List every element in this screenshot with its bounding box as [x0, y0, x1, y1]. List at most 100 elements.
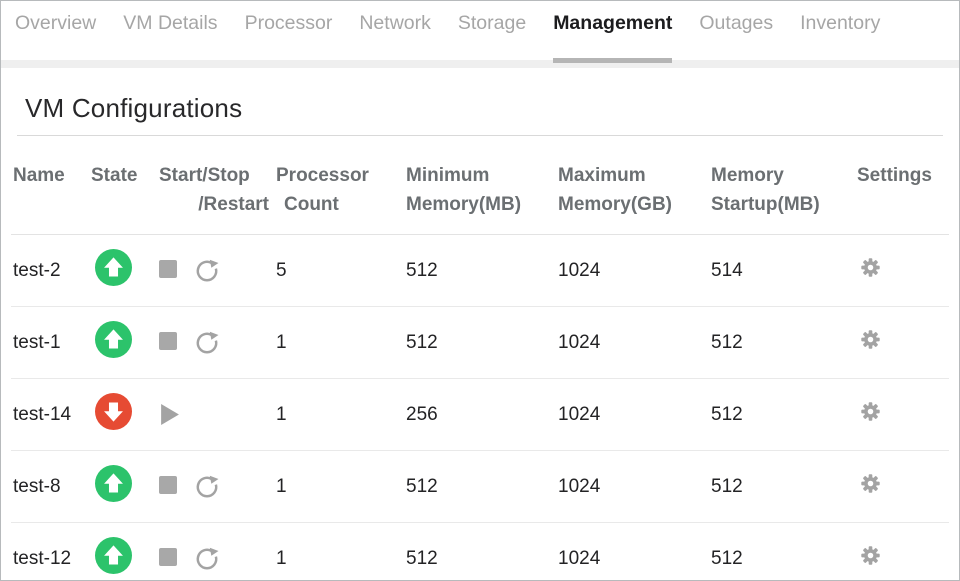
nav-divider — [1, 60, 959, 68]
power-controls-cell — [153, 330, 271, 356]
vm-name: test-14 — [13, 403, 72, 425]
page-title: VM Configurations — [25, 93, 243, 123]
table-row: test-8 1 512 1024 512 — [11, 451, 949, 523]
tab-outages[interactable]: Outages — [699, 12, 774, 34]
memory-startup-value: 512 — [711, 331, 743, 353]
memory-startup-value: 512 — [711, 475, 743, 497]
processor-count-value: 1 — [276, 547, 287, 569]
settings-button[interactable] — [859, 400, 882, 423]
stop-square-icon — [159, 260, 177, 281]
active-tab-underline — [553, 58, 673, 63]
memory-startup-value: 514 — [711, 259, 743, 281]
state-cell — [91, 537, 153, 580]
column-header-minimum-memory: Minimum Memory(MB) — [406, 165, 522, 215]
table-row: test-2 5 512 1024 514 — [11, 235, 949, 307]
settings-cell — [852, 400, 949, 429]
management-panel: VM Configurations Name State Start/Stop … — [1, 93, 959, 580]
vm-name: test-2 — [13, 259, 61, 281]
maximum-memory-value: 1024 — [558, 403, 601, 425]
settings-cell — [852, 544, 949, 573]
play-triangle-icon — [159, 403, 180, 426]
minimum-memory-value: 512 — [406, 547, 438, 569]
tab-storage[interactable]: Storage — [457, 12, 527, 34]
table-row: test-12 1 512 1024 512 — [11, 523, 949, 580]
restart-arrow-icon — [194, 546, 220, 572]
column-header-maximum-memory: Maximum Memory(GB) — [558, 165, 673, 215]
stop-square-icon — [159, 476, 177, 497]
column-header-memory-startup: Memory Startup(MB) — [711, 165, 820, 215]
state-cell — [91, 249, 153, 292]
up-arrow-circle-icon — [95, 537, 132, 574]
processor-count-value: 1 — [276, 475, 287, 497]
table-row: test-14 1 256 1024 512 — [11, 379, 949, 451]
memory-startup-value: 512 — [711, 547, 743, 569]
table-row: test-1 1 512 1024 512 — [11, 307, 949, 379]
tab-inventory[interactable]: Inventory — [800, 12, 881, 34]
gear-icon — [859, 400, 882, 423]
down-arrow-circle-icon — [95, 393, 132, 430]
power-controls-cell — [153, 546, 271, 572]
settings-button[interactable] — [859, 544, 882, 567]
tab-processor[interactable]: Processor — [244, 12, 333, 34]
tab-bar: Overview VM Details Processor Network St… — [1, 1, 959, 63]
settings-button[interactable] — [859, 256, 882, 279]
restart-button[interactable] — [194, 474, 220, 500]
processor-count-value: 5 — [276, 259, 287, 281]
state-cell — [91, 393, 153, 436]
up-arrow-circle-icon — [95, 249, 132, 286]
stop-button[interactable] — [159, 332, 177, 353]
state-cell — [91, 465, 153, 508]
column-header-processor-count: Processor Count — [276, 165, 369, 215]
power-controls-cell — [153, 403, 271, 426]
stop-button[interactable] — [159, 260, 177, 281]
memory-startup-value: 512 — [711, 403, 743, 425]
tab-vm-details[interactable]: VM Details — [123, 12, 218, 34]
column-header-name: Name — [13, 165, 65, 186]
restart-button[interactable] — [194, 546, 220, 572]
gear-icon — [859, 472, 882, 495]
maximum-memory-value: 1024 — [558, 547, 601, 569]
up-arrow-circle-icon — [95, 465, 132, 502]
settings-button[interactable] — [859, 472, 882, 495]
state-cell — [91, 321, 153, 364]
restart-arrow-icon — [194, 258, 220, 284]
settings-cell — [852, 472, 949, 501]
tab-network[interactable]: Network — [359, 12, 431, 34]
minimum-memory-value: 256 — [406, 403, 438, 425]
maximum-memory-value: 1024 — [558, 259, 601, 281]
gear-icon — [859, 544, 882, 567]
maximum-memory-value: 1024 — [558, 331, 601, 353]
restart-button[interactable] — [194, 330, 220, 356]
vm-name: test-1 — [13, 331, 61, 353]
table-header-row: Name State Start/Stop /Restart Processor… — [11, 136, 949, 235]
stop-button[interactable] — [159, 548, 177, 569]
tab-management[interactable]: Management — [553, 10, 673, 63]
power-controls-cell — [153, 258, 271, 284]
processor-count-value: 1 — [276, 331, 287, 353]
stop-square-icon — [159, 548, 177, 569]
restart-arrow-icon — [194, 474, 220, 500]
vm-name: test-8 — [13, 475, 61, 497]
power-controls-cell — [153, 474, 271, 500]
column-header-start-stop-restart: Start/Stop /Restart — [159, 165, 269, 215]
gear-icon — [859, 328, 882, 351]
table-body: test-2 5 512 1024 514 test-1 1 512 1024 … — [11, 235, 949, 580]
settings-button[interactable] — [859, 328, 882, 351]
up-arrow-circle-icon — [95, 321, 132, 358]
minimum-memory-value: 512 — [406, 475, 438, 497]
stop-square-icon — [159, 332, 177, 353]
restart-button[interactable] — [194, 258, 220, 284]
minimum-memory-value: 512 — [406, 331, 438, 353]
column-header-settings: Settings — [857, 165, 932, 186]
settings-cell — [852, 256, 949, 285]
tab-overview[interactable]: Overview — [15, 12, 97, 34]
gear-icon — [859, 256, 882, 279]
stop-button[interactable] — [159, 476, 177, 497]
start-button[interactable] — [159, 403, 180, 426]
title-divider — [17, 135, 943, 136]
settings-cell — [852, 328, 949, 357]
processor-count-value: 1 — [276, 403, 287, 425]
restart-arrow-icon — [194, 330, 220, 356]
vm-name: test-12 — [13, 547, 72, 569]
